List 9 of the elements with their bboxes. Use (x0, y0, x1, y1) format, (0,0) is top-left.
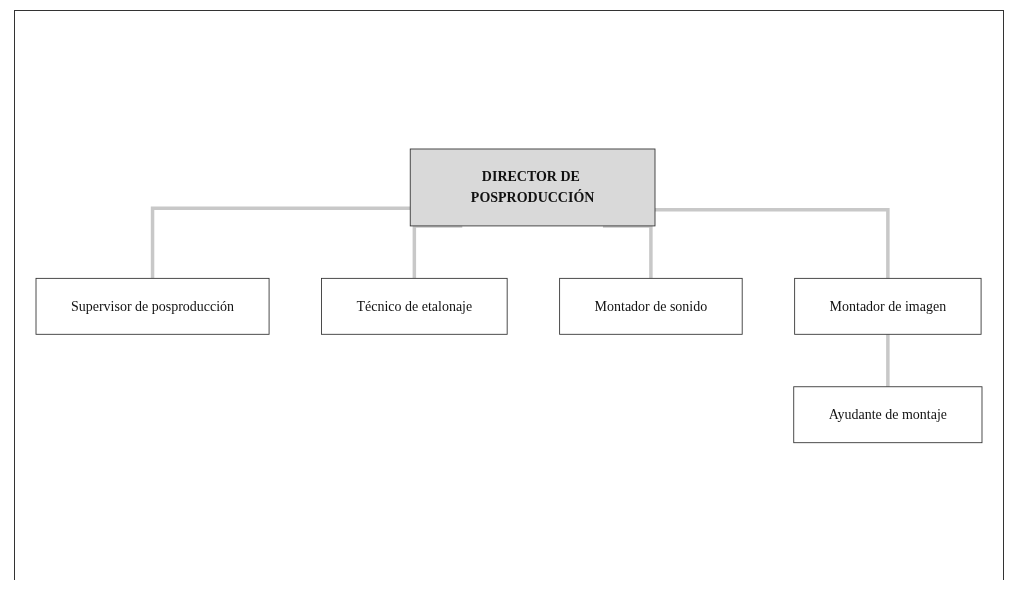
node-box: Técnico de etalonaje (321, 277, 508, 335)
connector (886, 332, 890, 387)
node-box: DIRECTOR DE POSPRODUCCIÓN (409, 148, 656, 226)
connector (150, 206, 411, 278)
node-box: Montador de imagen (794, 277, 982, 335)
node-box: Montador de sonido (559, 277, 743, 335)
node-box: Supervisor de posproducción (35, 277, 270, 335)
connector (655, 207, 890, 278)
node-box: Ayudante de montaje (793, 385, 983, 443)
